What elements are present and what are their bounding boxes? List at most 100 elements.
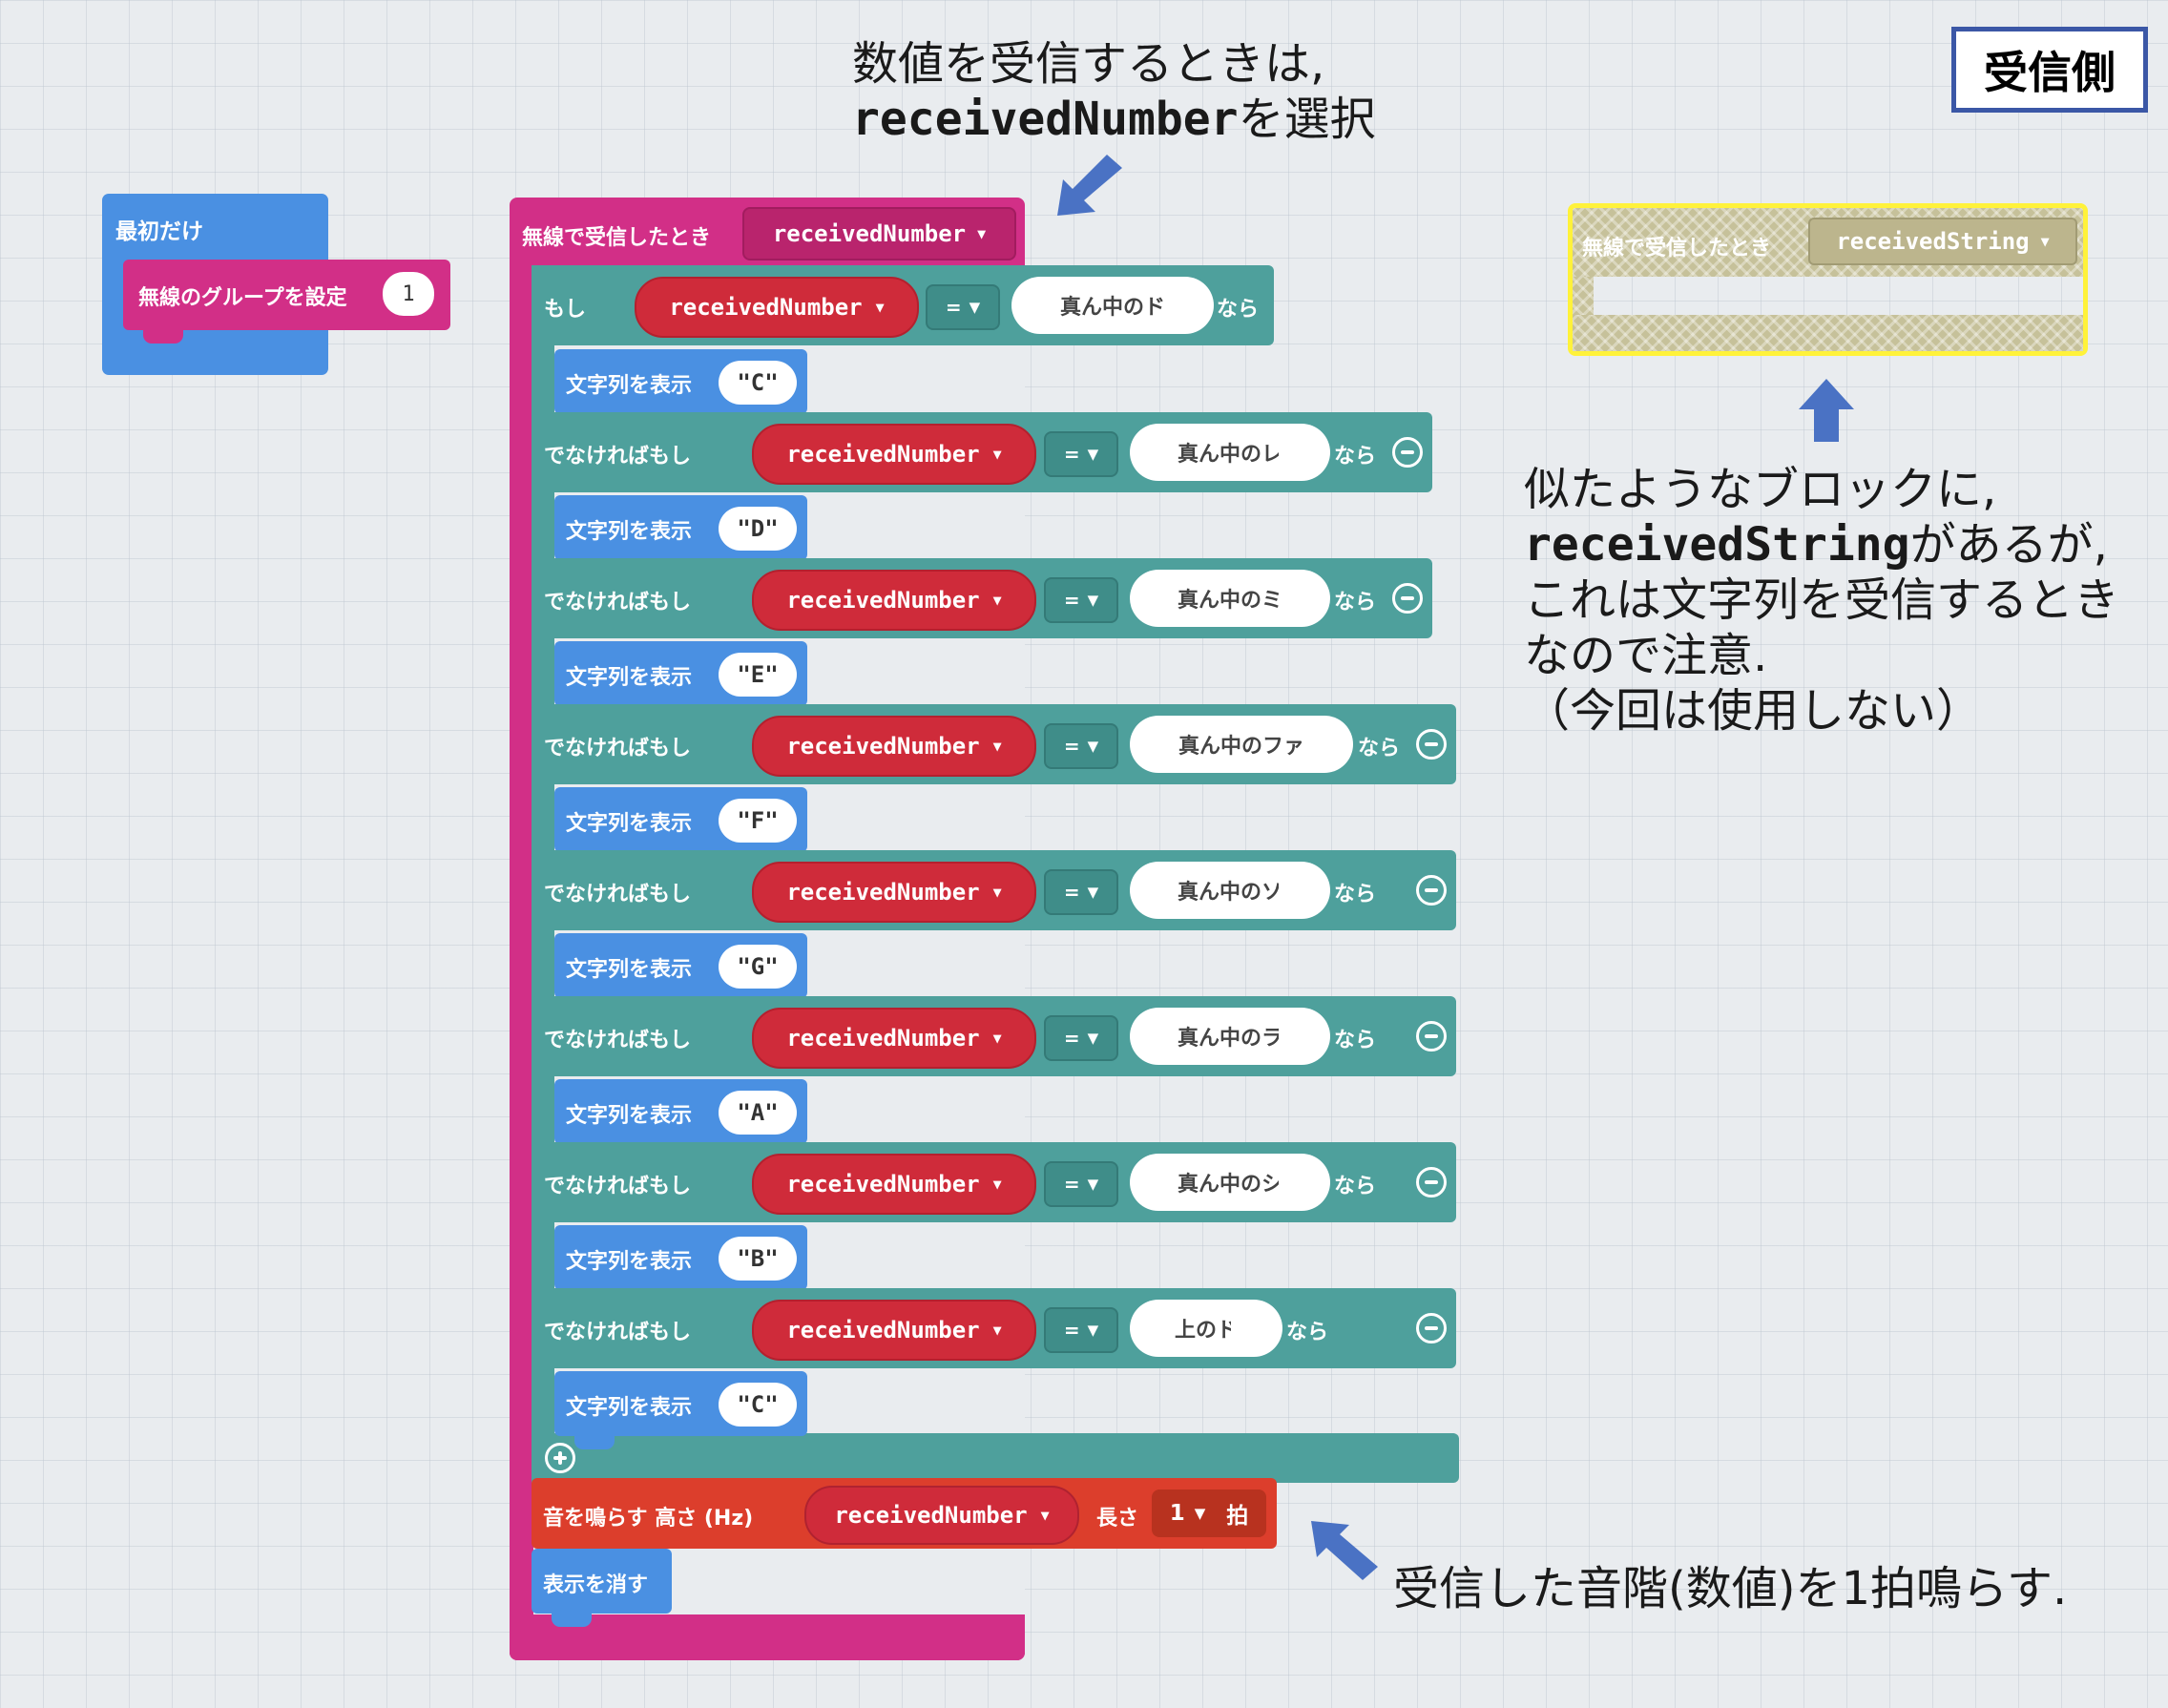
- condition-var-text: receivedNumber: [786, 879, 980, 906]
- add-branch-icon[interactable]: [545, 1443, 575, 1473]
- show-string-value[interactable]: "C": [719, 1383, 797, 1427]
- remove-branch-icon[interactable]: [1392, 583, 1423, 614]
- show-string-block[interactable]: 文字列を表示 "E": [554, 641, 807, 706]
- condition-var[interactable]: receivedNumber▼: [752, 716, 1036, 777]
- dropdown-caret-icon: ▼: [992, 1322, 1002, 1339]
- right-annotation-mono: receivedString: [1524, 518, 1910, 572]
- received-string-dropdown[interactable]: receivedString▼: [1808, 218, 2077, 265]
- show-string-label: 文字列を表示: [566, 520, 693, 544]
- note-value[interactable]: 真ん中のラ: [1130, 1008, 1330, 1065]
- equals-operator-0[interactable]: =▼: [926, 284, 1000, 330]
- clear-screen-label: 表示を消す: [543, 1573, 649, 1597]
- remove-branch-icon[interactable]: [1416, 1167, 1447, 1198]
- show-string-value[interactable]: "A": [719, 1091, 797, 1135]
- disabled-footer: [1573, 315, 2083, 351]
- note-arrow-icon: [1279, 572, 1303, 625]
- dropdown-caret-icon: ▼: [992, 1030, 1002, 1047]
- then-label: なら: [1358, 737, 1401, 760]
- then-label: なら: [1334, 445, 1377, 469]
- operator-text: =: [1063, 1319, 1080, 1342]
- show-string-block[interactable]: 文字列を表示 "F": [554, 787, 807, 852]
- top-annotation-mono: receivedNumber: [852, 93, 1239, 146]
- set-group-block[interactable]: 無線のグループを設定 1: [123, 260, 450, 330]
- note-arrow-icon: [1163, 279, 1188, 332]
- right-annotation-line5: （今回は使用しない）: [1524, 684, 1983, 738]
- note-arrow-icon: [1302, 718, 1326, 771]
- equals-operator[interactable]: =▼: [1044, 1015, 1118, 1061]
- show-string-notch: [574, 1436, 615, 1449]
- top-annotation-line1: 数値を受信するときは,: [852, 37, 1325, 91]
- equals-operator[interactable]: =▼: [1044, 431, 1118, 477]
- show-string-block[interactable]: 文字列を表示 "D": [554, 495, 807, 560]
- group-number-input[interactable]: 1: [383, 272, 434, 316]
- show-string-label: 文字列を表示: [566, 666, 693, 690]
- else-if-label: でなければもし: [544, 445, 692, 469]
- remove-branch-icon[interactable]: [1416, 1021, 1447, 1052]
- else-if-label: でなければもし: [544, 883, 692, 906]
- condition-var[interactable]: receivedNumber ▼: [752, 1300, 1036, 1361]
- dropdown-caret-icon: ▼: [992, 884, 1002, 901]
- dropdown-caret-icon: ▼: [1194, 1505, 1206, 1522]
- clear-notch: [552, 1614, 592, 1627]
- equals-operator[interactable]: =▼: [1044, 1161, 1118, 1207]
- condition-var[interactable]: receivedNumber▼: [752, 570, 1036, 631]
- note-value[interactable]: 上のド: [1130, 1300, 1282, 1357]
- arrow-up-icon: [1799, 379, 1854, 442]
- condition-var[interactable]: receivedNumber▼: [752, 1008, 1036, 1069]
- play-tone-label: 音を鳴らす 高さ (Hz): [543, 1507, 754, 1531]
- clear-screen-block[interactable]: 表示を消す: [532, 1549, 672, 1614]
- else-if-label: でなければもし: [544, 1321, 692, 1344]
- condition-var[interactable]: receivedNumber ▼: [752, 1154, 1036, 1215]
- show-string-label: 文字列を表示: [566, 812, 693, 836]
- receiver-side-badge: 受信側: [1951, 27, 2148, 113]
- received-string-block-disabled[interactable]: 無線で受信したとき receivedString▼: [1568, 203, 2088, 356]
- right-annotation-line4: なので注意.: [1524, 629, 1768, 682]
- length-label: 長さ: [1096, 1507, 1139, 1531]
- disabled-label: 無線で受信したとき: [1582, 237, 1772, 260]
- then-label-0: なら: [1217, 298, 1260, 322]
- condition-var-text: receivedNumber: [786, 1317, 980, 1343]
- show-string-value[interactable]: "B": [719, 1237, 797, 1281]
- dropdown-caret-icon: ▼: [1087, 1176, 1099, 1193]
- show-string-value[interactable]: "C": [719, 361, 797, 405]
- received-number-var: receivedNumber: [772, 220, 967, 247]
- show-string-value[interactable]: "D": [719, 507, 797, 551]
- show-string-block[interactable]: 文字列を表示 "A": [554, 1079, 807, 1144]
- operator-text: =: [945, 296, 962, 319]
- dropdown-caret-icon: ▼: [1087, 1322, 1099, 1339]
- show-string-block[interactable]: 文字列を表示"C": [554, 349, 807, 414]
- beats-dropdown[interactable]: 1▼拍: [1152, 1489, 1266, 1537]
- condition-var[interactable]: receivedNumber ▼: [752, 862, 1036, 923]
- show-string-value[interactable]: "F": [719, 799, 797, 843]
- condition-var-0[interactable]: receivedNumber▼: [635, 277, 919, 338]
- play-tone-block[interactable]: 音を鳴らす 高さ (Hz) receivedNumber▼ 長さ 1▼拍: [532, 1478, 1277, 1549]
- tone-var-dropdown[interactable]: receivedNumber▼: [804, 1486, 1079, 1545]
- received-number-dropdown[interactable]: receivedNumber ▼: [742, 207, 1016, 260]
- show-string-block[interactable]: 文字列を表示"G": [554, 933, 807, 998]
- dropdown-caret-icon: ▼: [1087, 1030, 1099, 1047]
- remove-branch-icon[interactable]: [1416, 875, 1447, 906]
- remove-branch-icon[interactable]: [1416, 729, 1447, 760]
- remove-branch-icon[interactable]: [1416, 1313, 1447, 1343]
- else-if-label: でなければもし: [544, 591, 692, 614]
- show-string-value[interactable]: "E": [719, 653, 797, 697]
- equals-operator[interactable]: =▼: [1044, 869, 1118, 915]
- show-string-block[interactable]: 文字列を表示"B": [554, 1225, 807, 1290]
- condition-var[interactable]: receivedNumber▼: [752, 424, 1036, 485]
- dropdown-caret-icon: ▼: [977, 225, 987, 242]
- note-arrow-icon: [1279, 1010, 1303, 1063]
- show-string-label: 文字列を表示: [566, 1104, 693, 1128]
- then-label: なら: [1334, 883, 1377, 906]
- condition-var-text: receivedNumber: [786, 1171, 980, 1198]
- equals-operator[interactable]: =▼: [1044, 577, 1118, 623]
- remove-branch-icon[interactable]: [1392, 437, 1423, 468]
- show-string-block[interactable]: 文字列を表示 "C": [554, 1371, 807, 1436]
- if-label: もし: [544, 298, 587, 322]
- equals-operator[interactable]: =▼: [1044, 723, 1118, 769]
- equals-operator[interactable]: =▼: [1044, 1307, 1118, 1353]
- dropdown-caret-icon: ▼: [992, 1176, 1002, 1193]
- show-string-label: 文字列を表示: [566, 1396, 693, 1420]
- beat-unit: 拍: [1226, 1504, 1249, 1529]
- then-label: なら: [1334, 591, 1377, 614]
- show-string-value[interactable]: "G": [719, 945, 797, 989]
